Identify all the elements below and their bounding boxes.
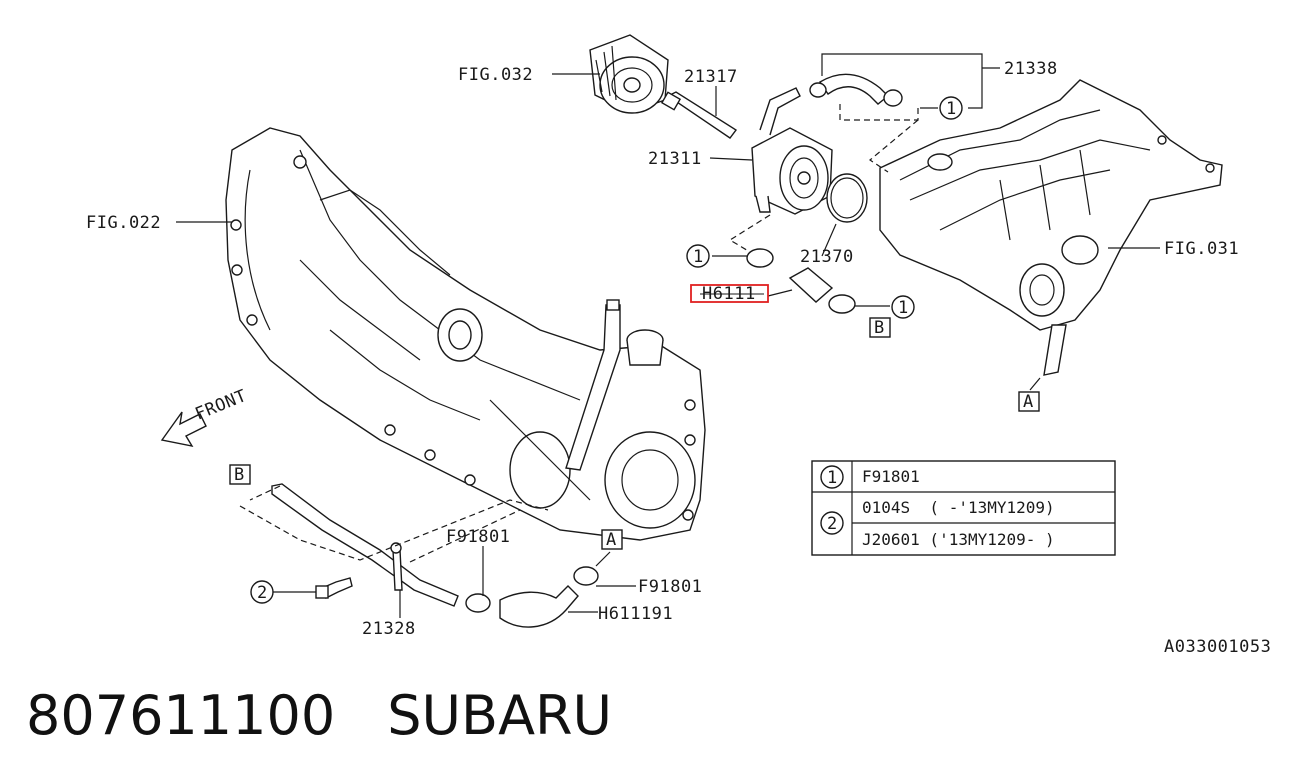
svg-text:1: 1 bbox=[693, 247, 704, 267]
svg-text:2: 2 bbox=[827, 514, 838, 534]
label-21338[interactable]: 21338 bbox=[1004, 59, 1058, 79]
legend-key-2: 2 bbox=[820, 511, 844, 535]
leader-lines bbox=[176, 53, 1160, 618]
front-arrow: FRONT bbox=[160, 386, 250, 447]
callout-circle-1-c[interactable]: 1 bbox=[891, 295, 915, 319]
svg-text:2: 2 bbox=[257, 583, 268, 603]
dashed-guides bbox=[239, 104, 919, 563]
label-fig022[interactable]: FIG.022 bbox=[86, 213, 161, 233]
oil-filter-drawing bbox=[589, 34, 669, 114]
part-number: 807611100 bbox=[26, 684, 336, 747]
callout-circle-1-a[interactable]: 1 bbox=[939, 96, 963, 120]
svg-text:A: A bbox=[606, 530, 617, 550]
callout-box-b-left[interactable]: B bbox=[229, 464, 251, 485]
highlighted-part-h6111[interactable]: H6111 bbox=[690, 284, 769, 304]
label-21311[interactable]: 21311 bbox=[648, 149, 702, 169]
label-21317[interactable]: 21317 bbox=[684, 67, 738, 87]
svg-text:1: 1 bbox=[827, 468, 838, 488]
upper-hose-drawing bbox=[809, 73, 903, 107]
brand-name: SUBARU bbox=[387, 684, 613, 747]
label-fig032[interactable]: FIG.032 bbox=[458, 65, 533, 85]
label-21328[interactable]: 21328 bbox=[362, 619, 416, 639]
footer: 807611100 SUBARU bbox=[26, 684, 612, 747]
label-f91801-left[interactable]: F91801 bbox=[446, 527, 510, 547]
legend-row-2-part-b[interactable]: J20601 ('13MY1209- ) bbox=[862, 530, 1055, 549]
front-label: FRONT bbox=[192, 386, 249, 425]
svg-text:B: B bbox=[234, 465, 245, 485]
label-f91801-right[interactable]: F91801 bbox=[638, 577, 702, 597]
label-21370[interactable]: 21370 bbox=[800, 247, 854, 267]
legend-table: 1 2 F91801 0104S ( -'13MY1209) J20601 ('… bbox=[811, 460, 1116, 556]
stud-bolt-drawing bbox=[660, 91, 738, 139]
callout-circle-1-b[interactable]: 1 bbox=[686, 244, 710, 268]
svg-text:1: 1 bbox=[946, 99, 957, 119]
callout-box-a-left[interactable]: A bbox=[601, 529, 623, 550]
highlight-box bbox=[690, 284, 769, 303]
label-fig031[interactable]: FIG.031 bbox=[1164, 239, 1239, 259]
svg-text:A: A bbox=[1023, 392, 1034, 412]
callout-circle-2[interactable]: 2 bbox=[250, 580, 274, 604]
oil-cooler-drawing bbox=[751, 87, 833, 215]
reference-code: A033001053 bbox=[1164, 637, 1271, 657]
callout-box-a-right[interactable]: A bbox=[1018, 391, 1040, 412]
label-h611191[interactable]: H611191 bbox=[598, 604, 673, 624]
legend-row-1-part[interactable]: F91801 bbox=[862, 467, 920, 486]
lower-pipe-drawing bbox=[271, 483, 599, 628]
o-ring-drawing bbox=[826, 173, 868, 223]
legend-row-2-part-a[interactable]: 0104S ( -'13MY1209) bbox=[862, 498, 1055, 517]
small-hose-drawing bbox=[746, 248, 856, 314]
oil-pan-drawing bbox=[879, 79, 1223, 376]
svg-text:1: 1 bbox=[898, 298, 909, 318]
transmission-case-drawing bbox=[225, 127, 706, 541]
svg-text:B: B bbox=[874, 318, 885, 338]
legend-key-1: 1 bbox=[820, 465, 844, 489]
callout-box-b-right[interactable]: B bbox=[869, 317, 891, 338]
